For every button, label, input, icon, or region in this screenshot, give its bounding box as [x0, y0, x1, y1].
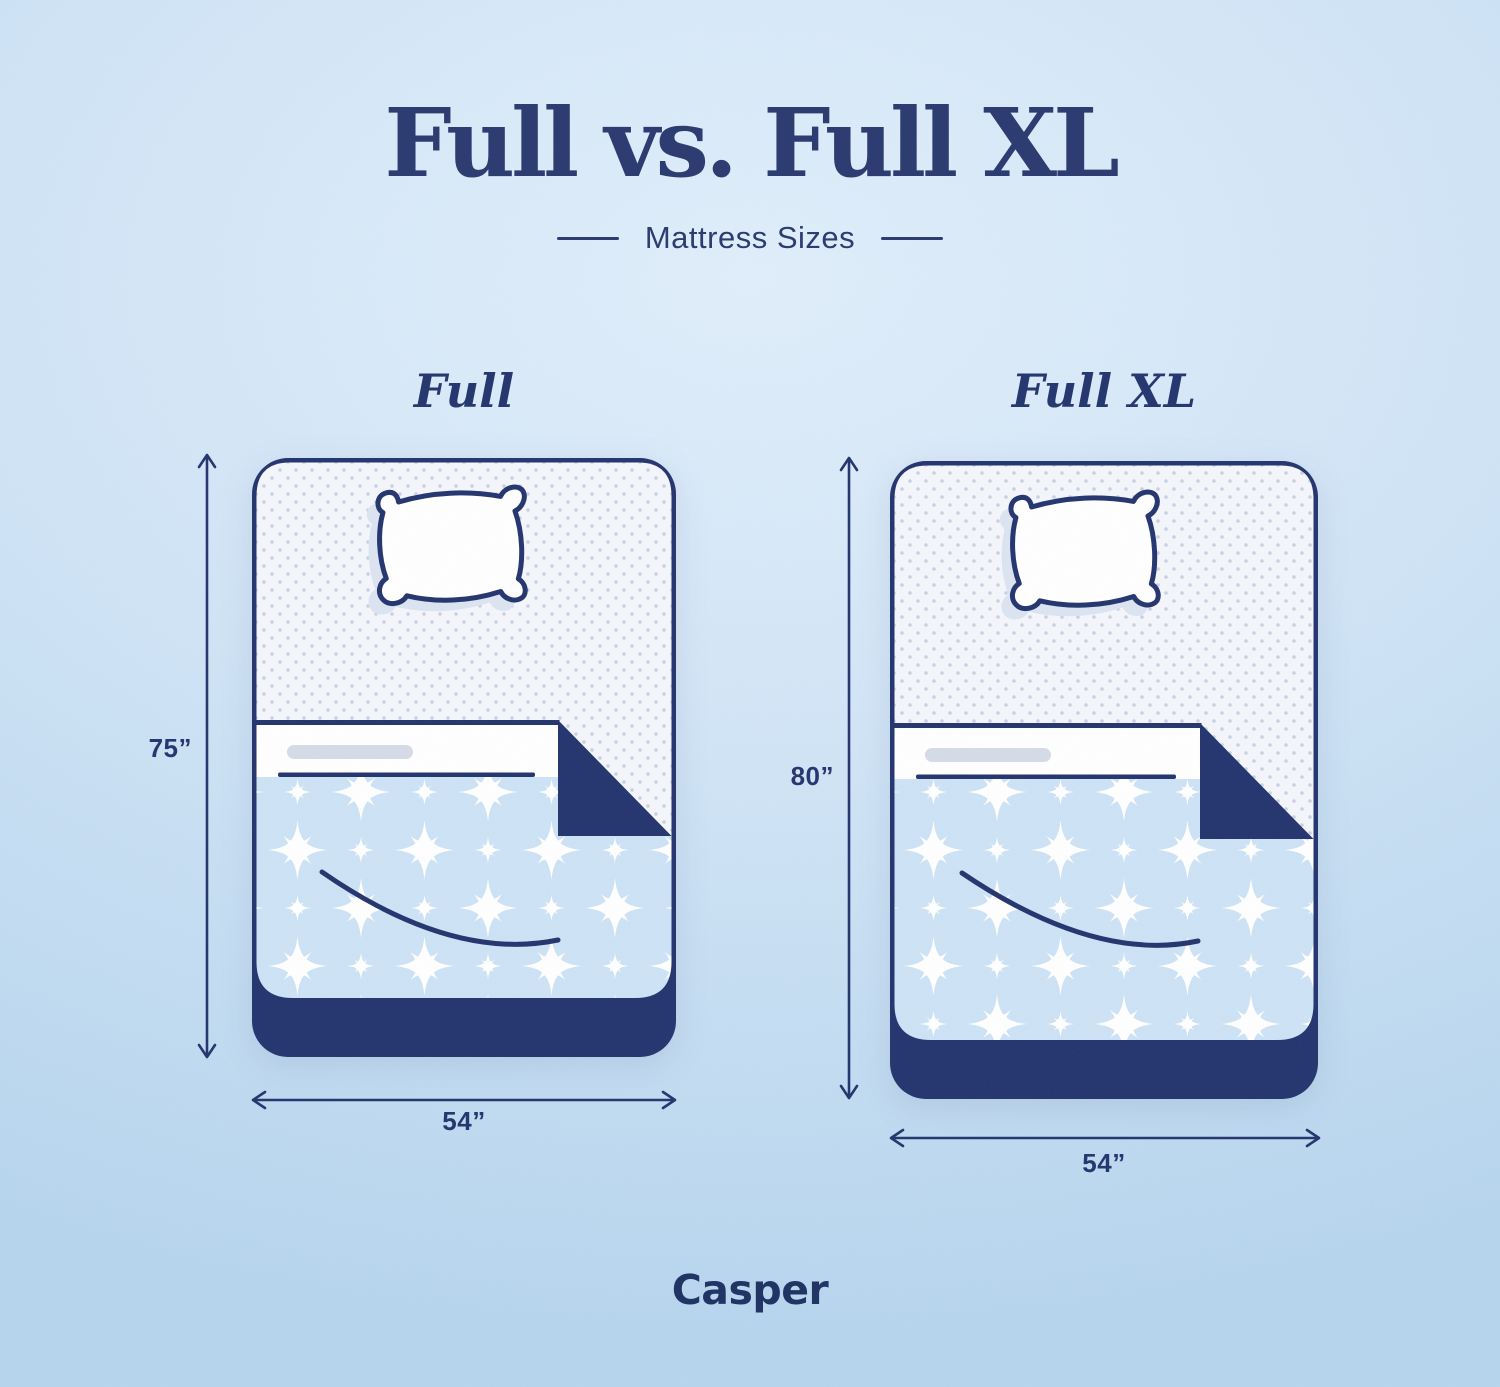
blanket-top-line — [278, 772, 535, 777]
sheet-tag — [925, 748, 1051, 762]
subtitle-dash-right — [881, 236, 944, 240]
subtitle-row: Mattress Sizes — [0, 220, 1500, 256]
height-label-full-xl: 80” — [790, 761, 834, 791]
page-title: Full vs. Full XL — [384, 88, 1120, 199]
page-subtitle: Mattress Sizes — [644, 220, 856, 255]
bed-label-full-xl: Full XL — [1011, 364, 1197, 418]
subtitle-dash-left — [556, 236, 619, 240]
sheet-tag — [287, 745, 413, 759]
bed-illustration-full — [252, 458, 676, 1057]
pillow-icon — [376, 487, 528, 605]
width-label-full: 54” — [442, 1106, 486, 1136]
blanket-top-line — [916, 774, 1176, 779]
height-arrow-full-xl-icon — [839, 456, 859, 1100]
brand-logo: Casper — [671, 1266, 829, 1314]
bed-label-full: Full — [413, 364, 515, 418]
sheet-band-edge — [894, 723, 1202, 728]
width-label-full-xl: 54” — [1082, 1148, 1126, 1178]
sheet-band-edge — [256, 720, 560, 725]
height-label-full: 75” — [148, 733, 192, 763]
bed-illustration-full-xl — [890, 461, 1318, 1099]
pillow-icon — [1009, 492, 1161, 610]
height-arrow-full-icon — [197, 453, 217, 1059]
